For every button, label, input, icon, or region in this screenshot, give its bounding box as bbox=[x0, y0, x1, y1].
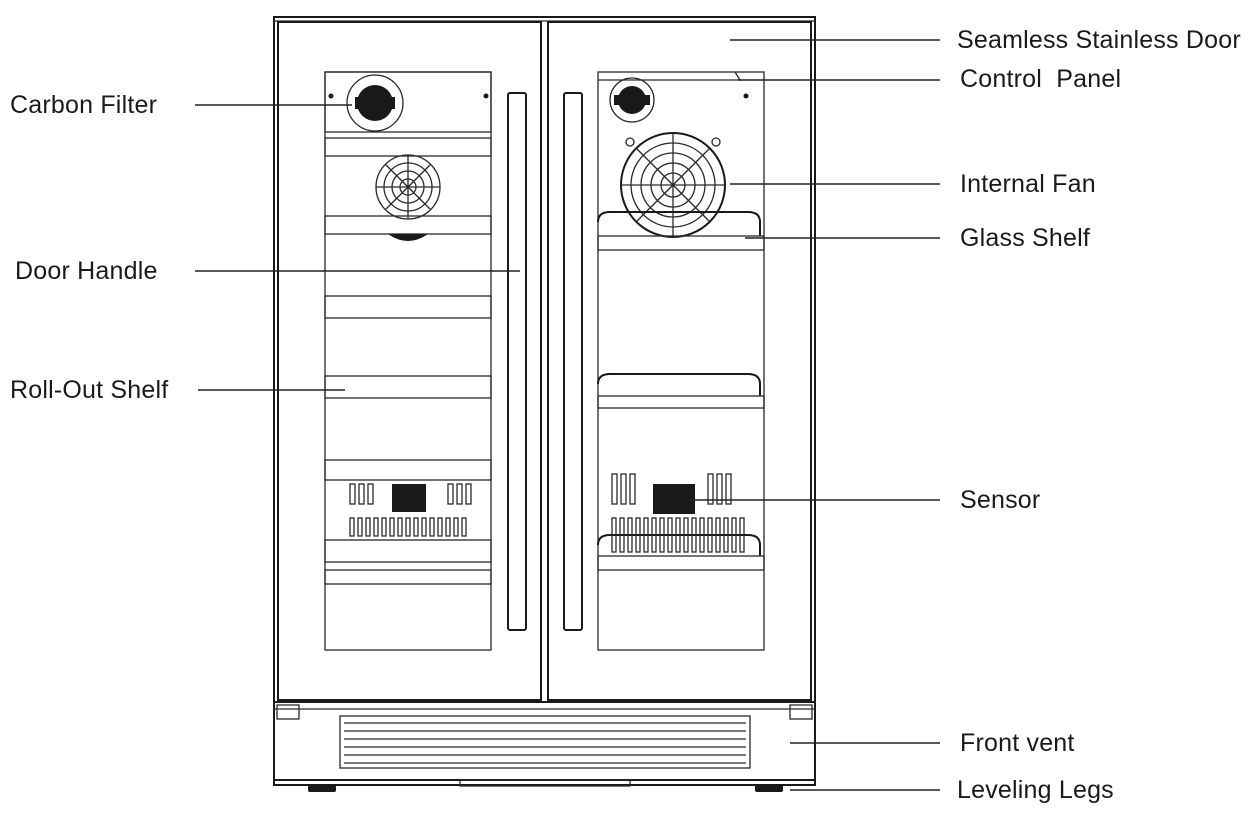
left-fan bbox=[375, 154, 441, 241]
label-internal-fan: Internal Fan bbox=[960, 170, 1096, 198]
leveling-legs bbox=[308, 785, 783, 792]
label-carbon-filter: Carbon Filter bbox=[10, 91, 158, 119]
label-front-vent: Front vent bbox=[960, 729, 1075, 757]
label-leveling-legs: Leveling Legs bbox=[957, 776, 1114, 804]
label-sensor: Sensor bbox=[960, 486, 1041, 514]
left-door bbox=[277, 21, 542, 701]
label-control-panel: Control Panel bbox=[960, 65, 1122, 93]
leader-lines bbox=[195, 39, 940, 791]
right-door bbox=[547, 21, 812, 701]
label-seamless-stainless-door: Seamless Stainless Door bbox=[957, 26, 1241, 54]
label-roll-out-shelf: Roll-Out Shelf bbox=[10, 376, 169, 404]
label-door-handle: Door Handle bbox=[15, 257, 158, 285]
right-fan bbox=[620, 132, 726, 238]
front-vent-grille bbox=[339, 715, 751, 769]
label-glass-shelf: Glass Shelf bbox=[960, 224, 1091, 252]
hinges bbox=[276, 704, 813, 720]
